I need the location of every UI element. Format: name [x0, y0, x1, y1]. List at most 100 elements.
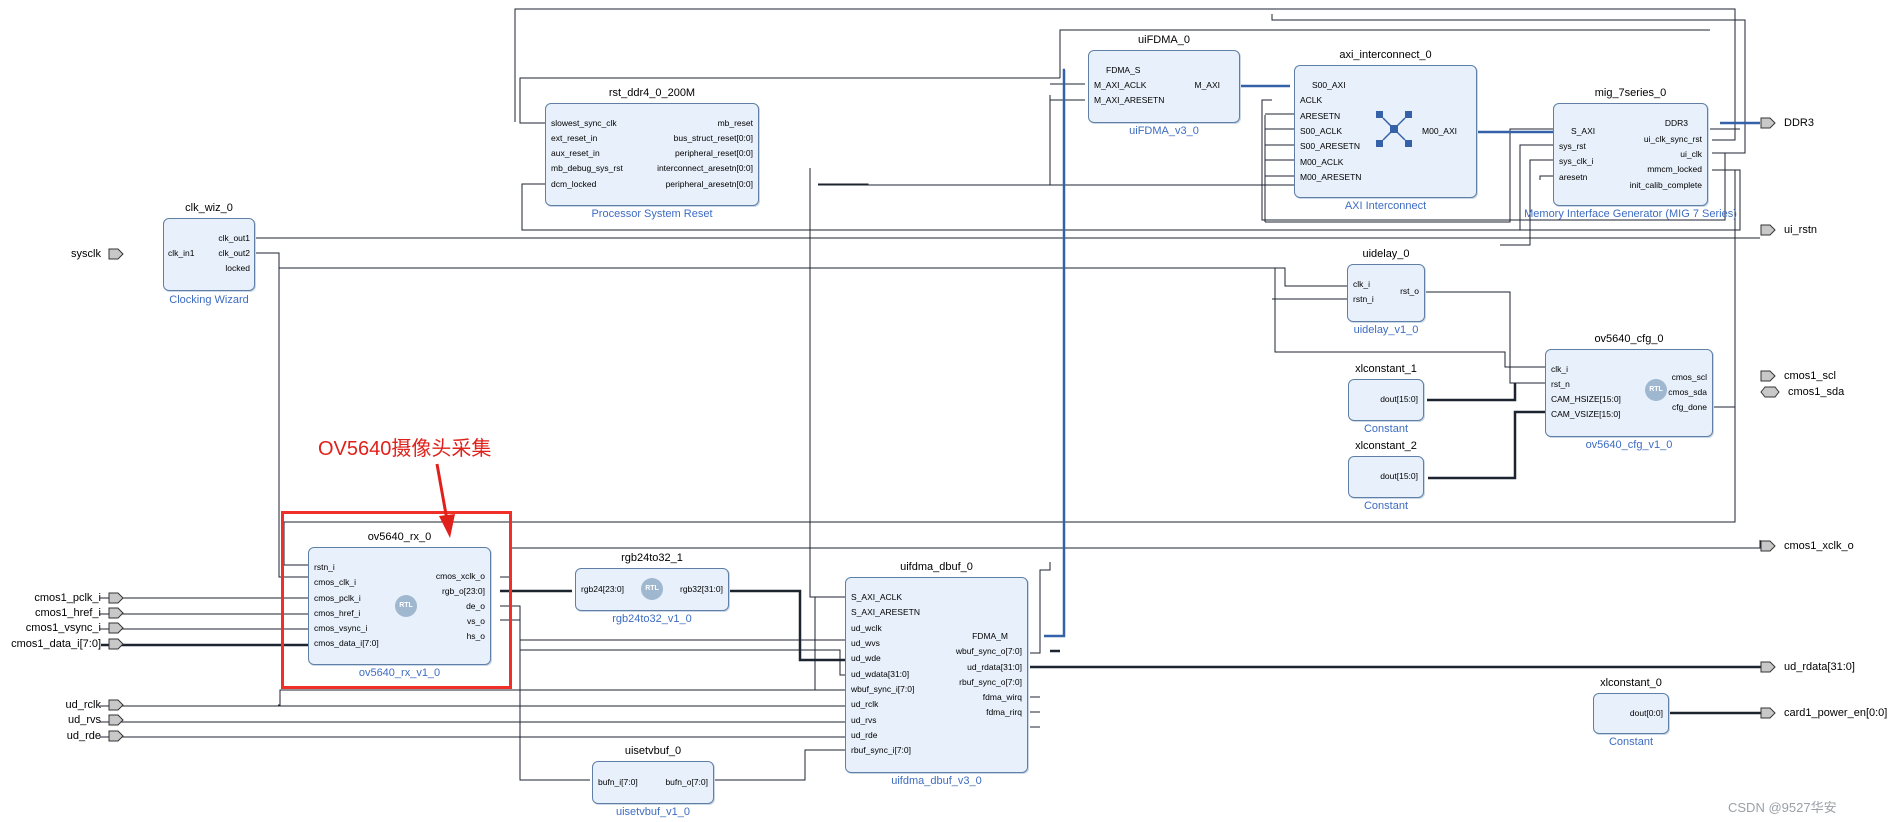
- block-ov-cfg-body[interactable]: [1545, 349, 1713, 437]
- pin-ud-wdata: ud_wdata[31:0]: [851, 669, 910, 679]
- pin-mmcm-locked: mmcm_locked: [1647, 164, 1702, 174]
- pin-cmos-href-i: cmos_href_i: [314, 608, 361, 618]
- port-ui-rstn[interactable]: ui_rstn: [1784, 224, 1818, 236]
- block-uisetvbuf-body[interactable]: [592, 761, 714, 804]
- port-cmos1-data-i[interactable]: cmos1_data_i[7:0]: [11, 638, 101, 650]
- pin-s-axi-aclk: S_AXI_ACLK: [851, 592, 903, 602]
- block-uifdma-dbuf-body[interactable]: [845, 577, 1028, 773]
- pin-uidelay-rst-o: rst_o: [1400, 286, 1419, 296]
- port-out-arrow-icon: [1760, 370, 1776, 382]
- pin-rbuf-sync-i: rbuf_sync_i[7:0]: [851, 745, 912, 755]
- pin-aresetn: ARESETN: [1300, 111, 1341, 121]
- port-in-arrow-icon: [108, 638, 124, 650]
- port-ud-rde[interactable]: ud_rde: [66, 730, 101, 742]
- block-xlconstant-1-name: xlconstant_1: [1355, 363, 1417, 375]
- block-mig-body[interactable]: [1553, 103, 1708, 206]
- block-xlconstant-1-body[interactable]: [1348, 379, 1424, 421]
- pin-bus-struct-reset: bus_struct_reset[0:0]: [673, 133, 753, 143]
- pin-wbuf-sync-o: wbuf_sync_o[7:0]: [955, 646, 1022, 656]
- highlight-box: [281, 511, 512, 689]
- pin-cmos-xclk-o: cmos_xclk_o: [435, 571, 485, 581]
- port-out-arrow-icon: [1760, 661, 1776, 673]
- block-clk-wiz[interactable]: clk_wiz_0 clk_in1 clk_out1 clk_out2 lock…: [163, 202, 255, 306]
- port-ud-rclk[interactable]: ud_rclk: [65, 699, 101, 711]
- pin-ext-reset-in: ext_reset_in: [551, 133, 598, 143]
- block-ov-cfg[interactable]: ov5640_cfg_0 clk_i rst_n CAM_HSIZE[15:0]…: [1545, 333, 1713, 451]
- pin-sys-rst: sys_rst: [1559, 141, 1586, 151]
- pin-ui-clk: ui_clk: [1680, 149, 1702, 159]
- pin-aux-reset-in: aux_reset_in: [551, 148, 600, 158]
- pin-interconnect-aresetn: interconnect_aresetn[0:0]: [657, 163, 753, 173]
- block-xlconstant-0-name: xlconstant_0: [1600, 677, 1662, 689]
- block-uidelay[interactable]: uidelay_0 clk_i rstn_i rst_o uidelay_v1_…: [1347, 248, 1425, 336]
- block-xlconstant-0-body[interactable]: [1593, 693, 1669, 734]
- pin-de-o: de_o: [466, 601, 485, 611]
- pin-cmos-sda: cmos_sda: [1668, 387, 1707, 397]
- port-cmos1-href-i[interactable]: cmos1_href_i: [34, 607, 101, 619]
- crossbar-icon: [1376, 111, 1412, 147]
- block-mig[interactable]: mig_7series_0 S_AXI sys_rst sys_clk_i ar…: [1524, 87, 1737, 220]
- block-clk-wiz-name: clk_wiz_0: [185, 202, 233, 214]
- block-xlconstant-1[interactable]: xlconstant_1 dout[15:0] Constant: [1348, 363, 1424, 435]
- pin-peripheral-reset: peripheral_reset[0:0]: [675, 148, 753, 158]
- block-ov-rx[interactable]: ov5640_rx_0 rstn_i cmos_clk_i cmos_pclk_…: [308, 531, 491, 679]
- port-cmos1-xclk-o[interactable]: cmos1_xclk_o: [1784, 540, 1854, 552]
- port-sysclk[interactable]: sysclk: [71, 248, 101, 260]
- pin-locked: locked: [225, 263, 250, 273]
- block-uifdma-dbuf-name: uifdma_dbuf_0: [900, 561, 973, 573]
- port-cmos1-vsync-i[interactable]: cmos1_vsync_i: [25, 622, 101, 634]
- block-uifdma-name: uiFDMA_0: [1138, 34, 1190, 46]
- pin-slowest-sync-clk: slowest_sync_clk: [551, 118, 617, 128]
- pin-rbuf-sync-o: rbuf_sync_o[7:0]: [959, 677, 1022, 687]
- port-in-arrow-icon: [108, 730, 124, 742]
- block-ov-cfg-name: ov5640_cfg_0: [1594, 333, 1664, 345]
- block-uidelay-body[interactable]: [1347, 264, 1425, 322]
- block-rgb24to32-name: rgb24to32_1: [621, 552, 683, 564]
- pin-aresetn-mig: aresetn: [1559, 172, 1588, 182]
- block-mig-type: Memory Interface Generator (MIG 7 Series…: [1524, 208, 1737, 220]
- pin-m00-aclk: M00_ACLK: [1300, 157, 1344, 167]
- pin-xlc2-dout: dout[15:0]: [1380, 471, 1418, 481]
- block-uifdma-dbuf[interactable]: uifdma_dbuf_0 S_AXI_ACLK S_AXI_ARESETN u…: [845, 561, 1028, 787]
- port-in-arrow-icon: [108, 592, 124, 604]
- block-uifdma-type: uiFDMA_v3_0: [1129, 125, 1199, 137]
- port-in-arrow-icon: [108, 607, 124, 619]
- block-uifdma-body[interactable]: [1088, 50, 1240, 123]
- pin-rgb-o: rgb_o[23:0]: [441, 586, 485, 596]
- pin-fdma-wirq: fdma_wirq: [982, 692, 1022, 702]
- port-ud-rvs[interactable]: ud_rvs: [67, 714, 101, 726]
- block-uisetvbuf[interactable]: uisetvbuf_0 bufn_i[7:0] bufn_o[7:0] uise…: [592, 745, 714, 818]
- rtl-badge: RTL: [395, 595, 417, 617]
- pin-clk-out2: clk_out2: [218, 248, 250, 258]
- pin-bufn-o: bufn_o[7:0]: [665, 777, 708, 787]
- block-clk-wiz-body[interactable]: [163, 218, 255, 291]
- block-rst-body[interactable]: [545, 103, 759, 206]
- port-cmos1-pclk-i[interactable]: cmos1_pclk_i: [34, 592, 101, 604]
- block-uifdma[interactable]: uiFDMA_0 FDMA_S M_AXI_ACLK M_AXI_ARESETN…: [1088, 34, 1240, 137]
- block-xlconstant-1-type: Constant: [1363, 423, 1409, 435]
- pin-uidelay-rstn-i: rstn_i: [1353, 294, 1374, 304]
- block-axi-interconnect[interactable]: axi_interconnect_0 S00_AXI ACLK ARESETN …: [1294, 49, 1477, 212]
- port-card1-power-en[interactable]: card1_power_en[0:0]: [1784, 707, 1888, 719]
- port-cmos1-scl[interactable]: cmos1_scl: [1784, 370, 1836, 382]
- port-out-arrow-icon: [1760, 707, 1776, 719]
- block-rst-type: Processor System Reset: [591, 208, 713, 220]
- pin-ud-rdata: ud_rdata[31:0]: [967, 662, 1022, 672]
- block-uidelay-type: uidelay_v1_0: [1353, 324, 1419, 336]
- block-rst[interactable]: rst_ddr4_0_200M slowest_sync_clk ext_res…: [545, 87, 759, 220]
- block-xlconstant-0[interactable]: xlconstant_0 dout[0:0] Constant: [1593, 677, 1669, 748]
- block-ov-cfg-type: ov5640_cfg_v1_0: [1585, 439, 1673, 451]
- block-xlconstant-2[interactable]: xlconstant_2 dout[15:0] Constant: [1348, 440, 1424, 512]
- block-xlconstant-2-body[interactable]: [1348, 456, 1424, 498]
- pin-ud-rde: ud_rde: [851, 730, 878, 740]
- pin-ddr3: DDR3: [1664, 118, 1688, 128]
- port-cmos1-sda[interactable]: cmos1_sda: [1788, 386, 1845, 398]
- pin-init-calib-complete: init_calib_complete: [1629, 180, 1702, 190]
- rtl-badge: RTL: [1645, 379, 1667, 401]
- pin-cam-vsize: CAM_VSIZE[15:0]: [1551, 409, 1621, 419]
- block-rgb24to32[interactable]: rgb24to32_1 rgb24[23:0] rgb32[31:0] RTL …: [575, 552, 729, 625]
- port-ud-rdata[interactable]: ud_rdata[31:0]: [1784, 661, 1855, 673]
- block-axi-interconnect-body[interactable]: [1294, 65, 1477, 198]
- port-out-arrow-icon: [1760, 224, 1776, 236]
- port-ddr3[interactable]: DDR3: [1784, 117, 1814, 129]
